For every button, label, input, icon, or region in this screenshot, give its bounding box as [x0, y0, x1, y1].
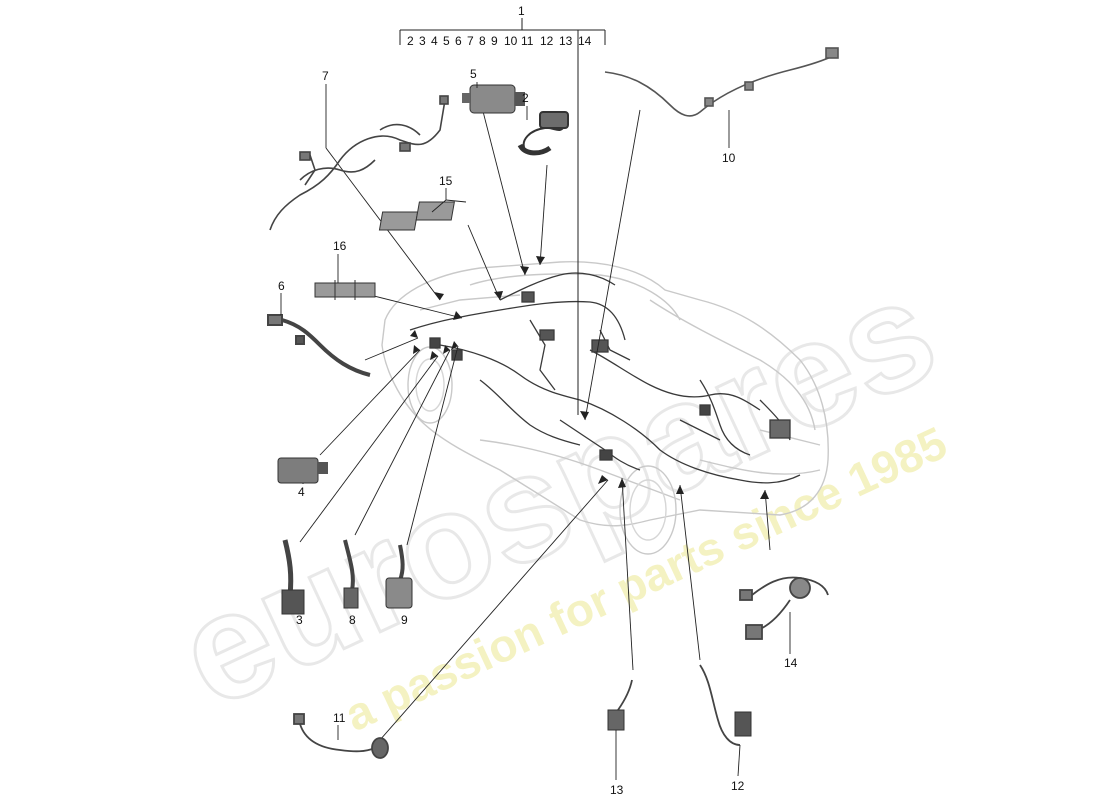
sub-label-10: 10: [504, 34, 518, 48]
car-body: [381, 261, 829, 555]
component-14-harness: [739, 576, 829, 640]
callout-1: 1: [518, 4, 525, 18]
sub-label-2: 2: [407, 34, 414, 48]
component-8-cable: [343, 539, 359, 609]
callout-numbers: 1 2 3 4 5 6 7 8 9 10 11 12 13 14 15 16: [278, 4, 798, 797]
sub-label-14: 14: [578, 34, 592, 48]
sub-label-12: 12: [540, 34, 554, 48]
component-15-brackets: [378, 201, 455, 231]
callout-10: 10: [722, 151, 736, 165]
component-7-harness: [269, 95, 449, 231]
callout-5: 5: [470, 67, 477, 81]
callout-12: 12: [731, 779, 745, 793]
sub-label-8: 8: [479, 34, 486, 48]
sub-label-13: 13: [559, 34, 573, 48]
callout-stems: [280, 82, 791, 780]
callout-16: 16: [333, 239, 347, 253]
component-4-module: [277, 457, 328, 484]
sub-label-11: 11: [521, 34, 534, 48]
callout-3: 3: [296, 613, 303, 627]
callout-9: 9: [401, 613, 408, 627]
sub-label-7: 7: [467, 34, 474, 48]
callout-11: 11: [333, 711, 346, 725]
component-11-cable: [293, 713, 389, 759]
component-6-cable: [267, 314, 371, 377]
component-16-bracket: [314, 280, 376, 300]
component-9-connector: [385, 544, 413, 609]
callout-4: 4: [298, 485, 305, 499]
component-5-control-unit: [462, 84, 525, 114]
callout-14: 14: [784, 656, 798, 670]
callout-6: 6: [278, 279, 285, 293]
sub-label-9: 9: [491, 34, 498, 48]
arrowheads: [410, 256, 769, 499]
group-sub-labels: 2 3 4 5 6 7 8 9 10 11 12 13 14: [407, 34, 592, 48]
callout-13: 13: [610, 783, 624, 797]
component-12-sensor: [699, 664, 752, 746]
callout-15: 15: [439, 174, 453, 188]
sub-label-4: 4: [431, 34, 438, 48]
group-bracket: [399, 18, 606, 415]
component-10-harness: [604, 47, 839, 117]
sub-label-6: 6: [455, 34, 462, 48]
callout-2: 2: [522, 91, 529, 105]
wiring-harness: [409, 272, 801, 484]
callout-8: 8: [349, 613, 356, 627]
component-2-connector: [517, 111, 569, 156]
watermark: eurospares a passion for parts since 198…: [153, 244, 960, 741]
sub-label-5: 5: [443, 34, 450, 48]
leader-lines: [299, 87, 771, 741]
sub-label-3: 3: [419, 34, 426, 48]
component-3-cable: [281, 539, 305, 615]
component-13-sensor: [607, 679, 633, 731]
callout-7: 7: [322, 69, 329, 83]
